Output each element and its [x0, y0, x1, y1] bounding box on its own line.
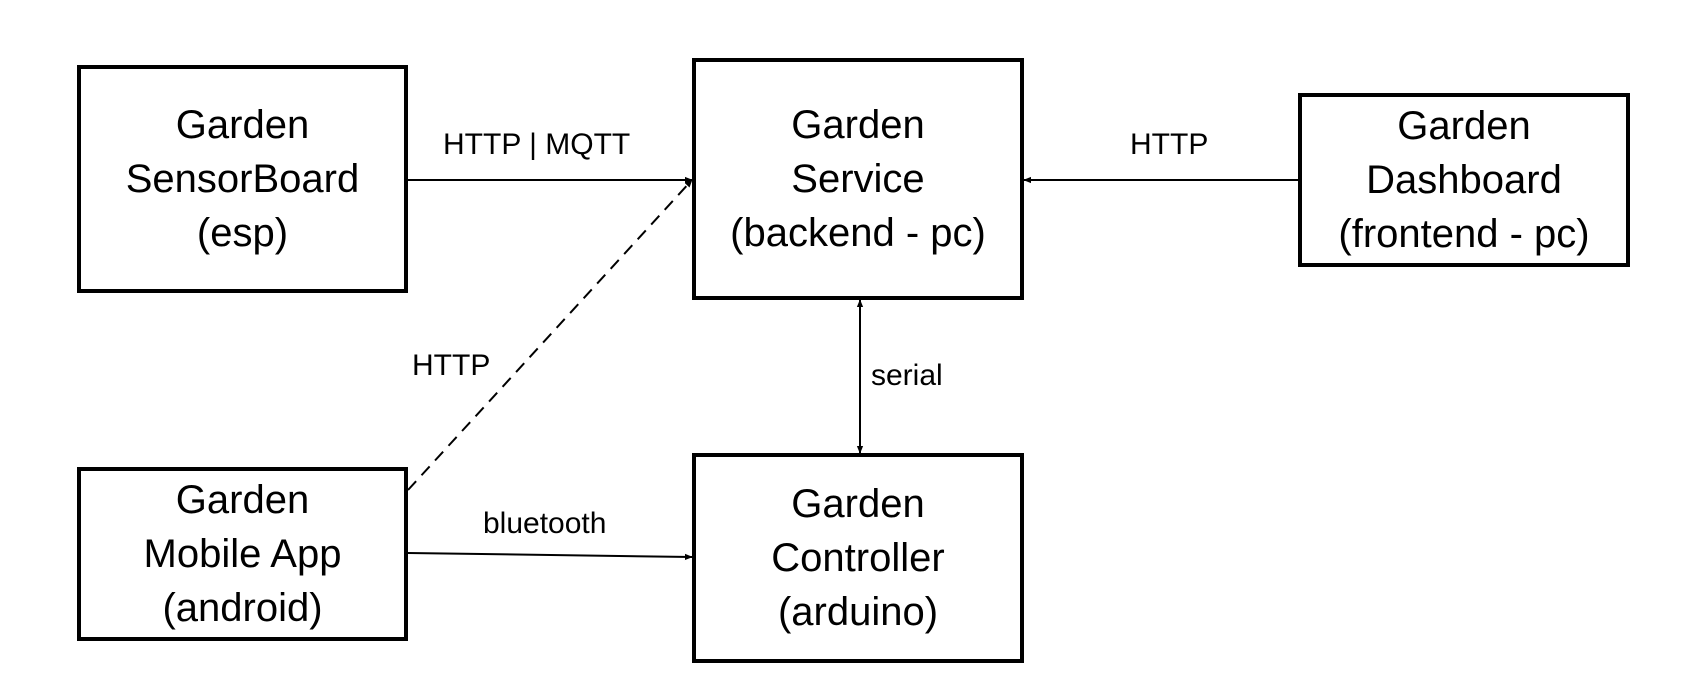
node-line: Garden [1397, 104, 1531, 148]
edge-label-dashboard-http: HTTP [1130, 128, 1209, 161]
node-line: Garden [791, 103, 925, 147]
node-garden-mobile-app: Garden Mobile App (android) [77, 467, 408, 641]
edge-mobile-to-service [407, 179, 693, 491]
node-line: (esp) [196, 211, 289, 255]
node-line: Controller [771, 536, 945, 580]
node-line: Service [791, 157, 925, 201]
node-line: Garden [791, 482, 925, 526]
edge-label-mobile-http: HTTP [412, 349, 491, 382]
node-line: (frontend - pc) [1338, 212, 1590, 256]
node-garden-service: Garden Service (backend - pc) [692, 58, 1024, 300]
edge-label-http-mqtt: HTTP | MQTT [443, 128, 631, 161]
edge-label-bluetooth: bluetooth [483, 507, 607, 540]
node-garden-sensorboard: Garden SensorBoard (esp) [77, 65, 408, 293]
node-garden-dashboard: Garden Dashboard (frontend - pc) [1298, 93, 1630, 267]
edge-mobile-to-controller [407, 552, 693, 561]
node-garden-controller: Garden Controller (arduino) [692, 453, 1024, 663]
node-line: (android) [162, 586, 323, 630]
node-line: Garden [175, 103, 310, 147]
node-line: Garden [175, 478, 310, 522]
node-line: SensorBoard [125, 157, 360, 201]
node-line: Dashboard [1366, 158, 1562, 202]
node-line: (backend - pc) [730, 211, 986, 255]
edge-label-serial: serial [871, 359, 943, 392]
node-line: (arduino) [777, 590, 939, 634]
node-line: Mobile App [143, 532, 342, 576]
